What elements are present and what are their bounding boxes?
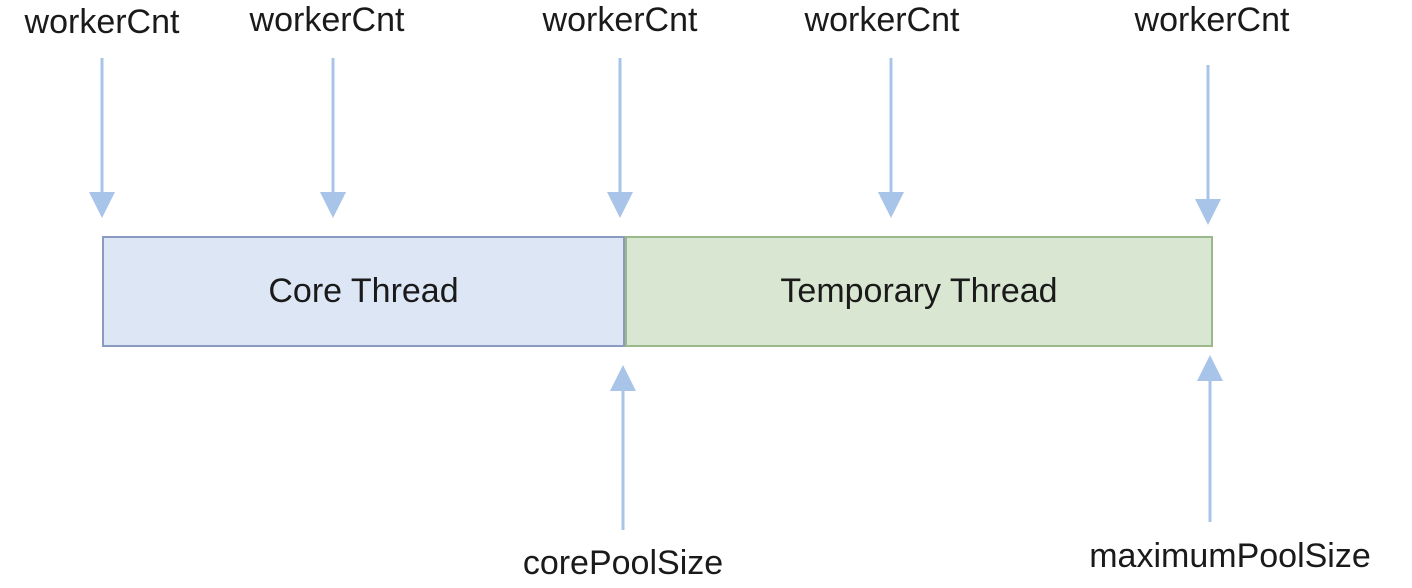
core-pool-size-label: corePoolSize (522, 544, 724, 582)
arrow-up-core-pool-size (610, 365, 636, 530)
core-thread-segment: Core Thread (102, 236, 625, 347)
core-thread-label: Core Thread (268, 272, 459, 310)
worker-cnt-label-3: workerCnt (542, 1, 698, 39)
arrow-down-3 (607, 58, 633, 218)
worker-cnt-label-5: workerCnt (1134, 1, 1290, 39)
temporary-thread-label: Temporary Thread (780, 272, 1058, 310)
worker-cnt-label-4: workerCnt (804, 1, 960, 39)
arrow-up-maximum-pool-size (1197, 355, 1223, 522)
worker-cnt-label-2: workerCnt (249, 1, 405, 39)
arrow-down-4 (878, 58, 904, 218)
arrow-down-2 (320, 58, 346, 218)
maximum-pool-size-label: maximumPoolSize (1089, 537, 1371, 575)
worker-cnt-label-1: workerCnt (24, 3, 180, 41)
temporary-thread-segment: Temporary Thread (625, 236, 1213, 347)
arrow-down-1 (89, 58, 115, 218)
arrow-down-5 (1195, 65, 1221, 225)
